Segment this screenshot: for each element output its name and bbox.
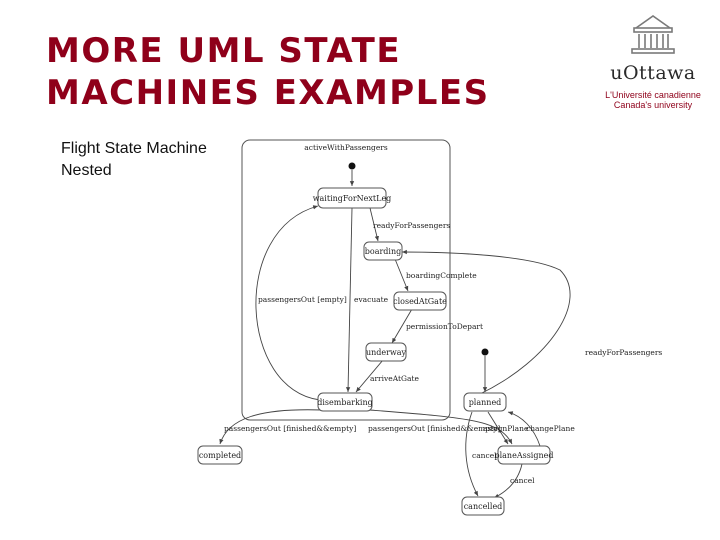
state-plane-assigned: planeAssigned — [494, 445, 554, 465]
edge-waiting-boarding — [369, 207, 379, 242]
edge-disembarking-waiting — [255, 205, 321, 401]
label-arrive-at-gate: arriveAtGate — [370, 374, 419, 383]
state-disembarking: disembarking — [317, 392, 373, 412]
slide-subtitle: Flight State Machine Nested — [61, 138, 241, 182]
logo-name: uOttawa — [610, 62, 696, 84]
svg-text:waitingForNextLeg: waitingForNextLeg — [313, 194, 392, 203]
label-change-plane: changePlane — [526, 424, 575, 433]
slide-title: MORE UML STATE MACHINES EXAMPLES — [46, 30, 566, 114]
svg-text:closedAtGate: closedAtGate — [393, 297, 447, 306]
edge-closed-underway — [391, 308, 413, 344]
state-waiting-for-next-leg: waitingForNextLeg — [313, 187, 392, 209]
edge-cancel-plane-assigned — [493, 463, 523, 499]
edge-cancel-planned — [465, 411, 479, 497]
svg-text:completed: completed — [199, 451, 241, 460]
state-cancelled: cancelled — [461, 496, 505, 516]
composite-state-box — [241, 139, 451, 421]
label-passengers-out-finished-right: passengersOut [finished&&empty] — [368, 424, 500, 433]
svg-text:planned: planned — [469, 398, 502, 407]
state-boarding: boarding — [363, 241, 403, 261]
slide-title-line-2: MACHINES EXAMPLES — [46, 73, 490, 113]
edge-underway-disembarking — [355, 359, 384, 393]
svg-text:cancelled: cancelled — [464, 502, 503, 511]
state-underway: underway — [365, 342, 407, 362]
label-passengers-out-empty: passengersOut [empty] — [258, 295, 347, 304]
initial-node-inner — [348, 162, 356, 170]
label-evacuate: evacuate — [354, 295, 389, 304]
edge-assign-plane — [487, 411, 509, 445]
subtitle-line-2: Nested — [61, 162, 112, 179]
svg-text:planeAssigned: planeAssigned — [494, 451, 553, 460]
label-ready-for-passengers-inner: readyForPassengers — [373, 221, 450, 230]
state-planned: planned — [463, 392, 507, 412]
label-boarding-complete: boardingComplete — [406, 271, 477, 280]
label-permission-to-depart: permissionToDepart — [406, 322, 483, 331]
label-cancel-bottom: cancel — [510, 476, 535, 485]
edge-planned-boarding — [401, 249, 571, 395]
building-icon — [631, 15, 675, 54]
initial-node-outer — [481, 348, 489, 356]
label-cancel-left: cancel — [472, 451, 497, 460]
svg-text:disembarking: disembarking — [317, 398, 373, 407]
edge-evacuate — [345, 207, 353, 393]
edge-disembarking-completed — [219, 409, 323, 445]
subtitle-line-1: Flight State Machine — [61, 140, 207, 157]
logo-tagline-en: Canada's university — [613, 100, 693, 110]
slide-title-line-1: MORE UML STATE — [46, 31, 402, 71]
label-passengers-out-finished-left: passengersOut [finished&&empty] — [224, 424, 356, 433]
edge-boarding-closed — [394, 258, 409, 292]
svg-text:underway: underway — [366, 348, 407, 357]
composite-state-label: activeWithPassengers — [304, 143, 388, 152]
label-assign-plane: assignPlane — [483, 424, 529, 433]
svg-text:boarding: boarding — [365, 247, 401, 256]
state-completed: completed — [197, 445, 243, 465]
uottawa-logo: uOttawa L'Université canadienne Canada's… — [598, 12, 708, 112]
state-closed-at-gate: closedAtGate — [393, 291, 447, 311]
logo-tagline-fr: L'Université canadienne — [605, 90, 701, 100]
edge-change-plane — [507, 411, 541, 447]
edge-disembarking-plane-assigned — [369, 409, 513, 445]
label-ready-for-passengers-outer: readyForPassengers — [585, 348, 662, 357]
